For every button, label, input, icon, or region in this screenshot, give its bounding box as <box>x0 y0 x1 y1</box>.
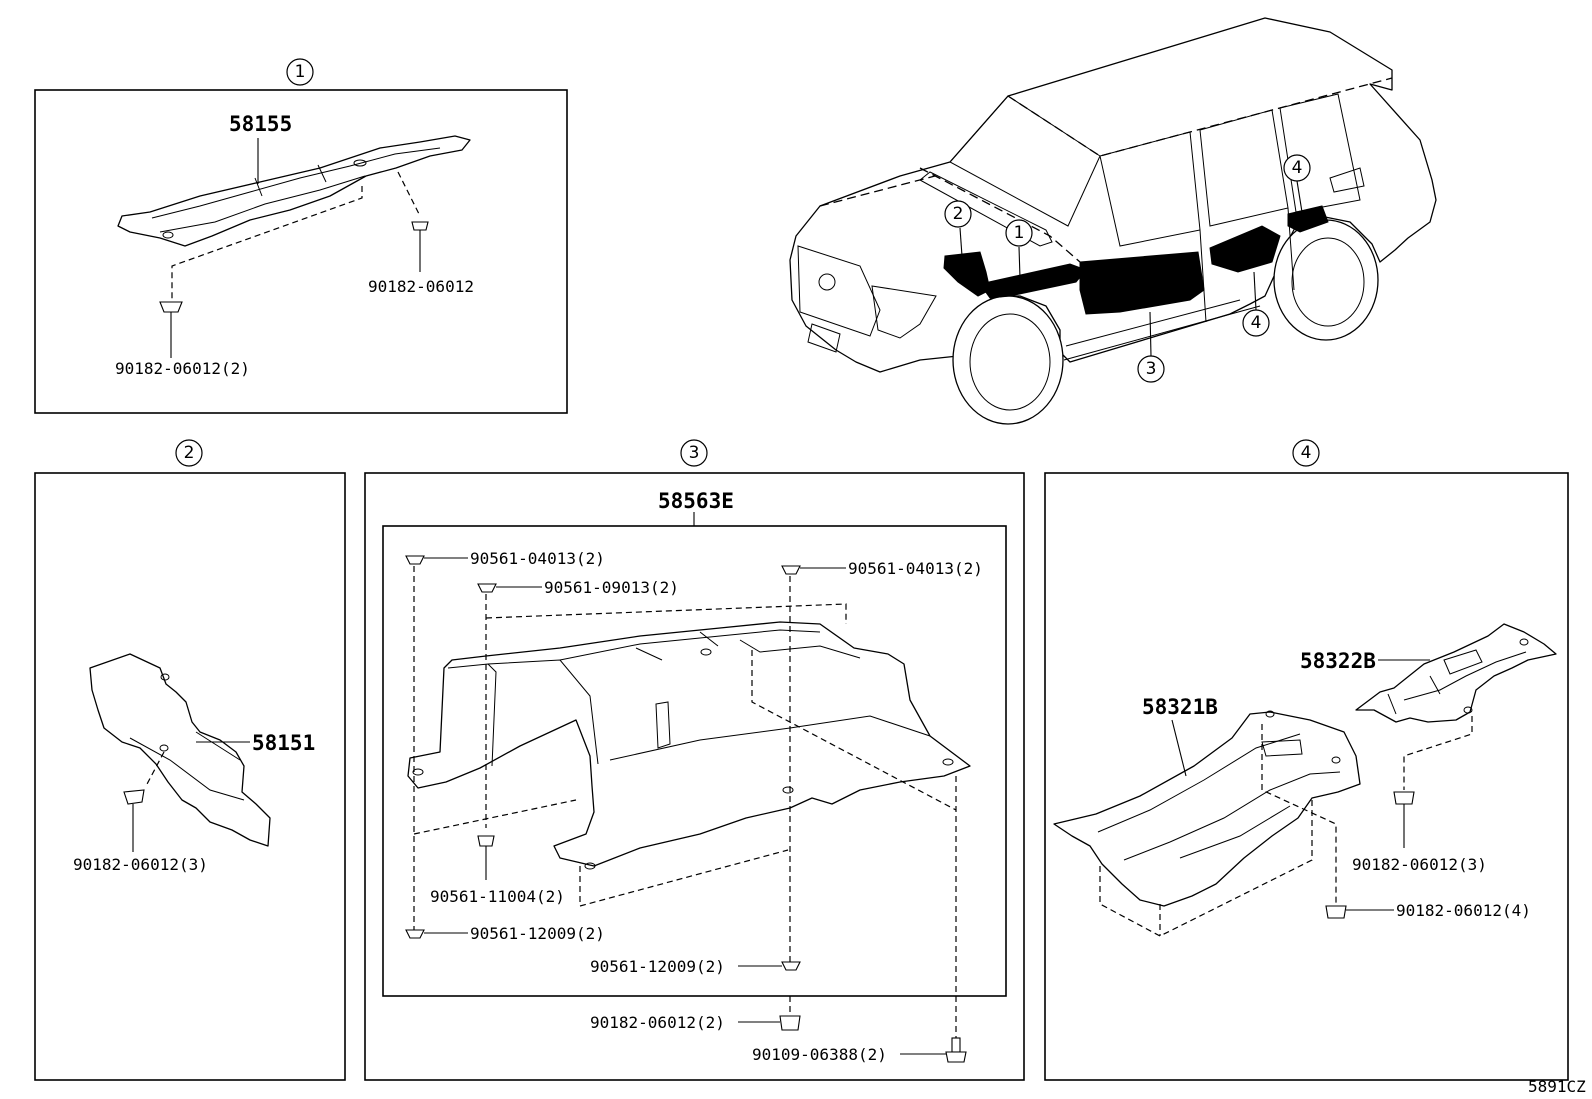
dash-top <box>485 603 847 624</box>
part-number-58322B: 58322B <box>1300 649 1376 673</box>
part-number-90561-12009-left: 90561-12009(2) <box>470 924 605 943</box>
part-58321B-shape <box>1053 710 1361 907</box>
dash-58321B-right <box>1261 724 1337 904</box>
part-number-90561-12009-mid: 90561-12009(2) <box>590 957 725 976</box>
part-number-90561-04013-right: 90561-04013(2) <box>848 559 983 578</box>
car-callout-4-lower: 4 <box>1251 313 1262 333</box>
dash-d1 <box>413 799 577 835</box>
section-3-outer-frame <box>364 472 1025 1081</box>
clip-11004-icon <box>477 835 495 880</box>
clip-09013-icon <box>477 583 542 593</box>
clip-58321B-icon <box>1325 905 1394 919</box>
part-number-90561-11004: 90561-11004(2) <box>430 887 565 906</box>
dash-58322B <box>1403 716 1473 790</box>
callout-number: 3 <box>689 443 700 463</box>
clip-icon <box>123 789 145 852</box>
part-58563E-shape <box>407 621 971 870</box>
vehicle-illustration: 2 1 3 4 4 <box>789 17 1437 425</box>
part-number-90182-06012-2: 90182-06012(2) <box>590 1013 725 1032</box>
nut-06012-icon <box>738 996 801 1031</box>
shade-area-4b <box>1287 205 1329 233</box>
shade-area-4a <box>1209 225 1281 273</box>
clip-right-icon <box>411 221 429 272</box>
shade-area-3 <box>1079 251 1205 315</box>
section-4: 4 58322B 90182-06012(3) <box>1044 439 1569 1081</box>
dash-path-left <box>171 186 363 300</box>
part-number-90109-06388: 90109-06388(2) <box>752 1045 887 1064</box>
part-number-58155: 58155 <box>229 112 292 136</box>
leader-58321B <box>1171 719 1187 777</box>
part-number-90182-06012-4: 90182-06012(4) <box>1396 901 1531 920</box>
car-callout-4-upper: 4 <box>1292 158 1303 178</box>
shade-area-1 <box>979 263 1087 299</box>
section-1: 1 58155 90182-06012 90182-06012(2) <box>34 58 568 414</box>
dash-d2 <box>751 650 957 811</box>
part-58155-shape <box>117 135 471 247</box>
part-number-90182-06012-3-b: 90182-06012(3) <box>1352 855 1487 874</box>
part-number-90561-04013-left: 90561-04013(2) <box>470 549 605 568</box>
part-58151-shape <box>89 653 271 847</box>
clip-58322B-icon <box>1393 791 1415 848</box>
callout-1-header: 1 <box>286 58 314 86</box>
clip-04013-left-icon <box>405 555 468 565</box>
part-number-58563E: 58563E <box>658 489 734 513</box>
car-callout-1: 1 <box>1014 223 1025 243</box>
dash-d3 <box>579 849 789 907</box>
dash-path <box>145 751 165 787</box>
car-callout-2: 2 <box>953 204 964 224</box>
diagram-code: 5891CZ <box>1528 1077 1586 1096</box>
callout-4-header: 4 <box>1292 439 1320 467</box>
callout-number: 4 <box>1301 443 1312 463</box>
clip-12009-mid-icon <box>738 961 801 971</box>
clip-12009-left-icon <box>405 929 468 939</box>
section-3: 3 58563E <box>364 439 1025 1081</box>
clip-04013-right-icon <box>781 565 846 575</box>
callout-2-header: 2 <box>175 439 203 467</box>
callout-3-header: 3 <box>680 439 708 467</box>
section-4-frame <box>1044 472 1569 1081</box>
clip-left-icon <box>159 301 183 358</box>
shade-area-2 <box>943 251 991 297</box>
part-number-90182-06012: 90182-06012 <box>368 277 474 296</box>
part-number-90182-06012-3: 90182-06012(3) <box>73 855 208 874</box>
section-2: 2 58151 90182-06012(3) <box>34 439 346 1081</box>
section-2-frame <box>34 472 346 1081</box>
car-callout-3: 3 <box>1146 359 1157 379</box>
dash-path-right <box>397 171 421 217</box>
part-number-58151: 58151 <box>252 731 315 755</box>
part-number-90182-06012-2: 90182-06012(2) <box>115 359 250 378</box>
section-1-frame <box>34 89 568 414</box>
part-number-58321B: 58321B <box>1142 695 1218 719</box>
bolt-06388-icon <box>900 1037 967 1063</box>
callout-number: 1 <box>295 62 306 82</box>
callout-number: 2 <box>184 443 195 463</box>
part-number-90561-09013: 90561-09013(2) <box>544 578 679 597</box>
part-58322B-shape <box>1355 623 1557 723</box>
